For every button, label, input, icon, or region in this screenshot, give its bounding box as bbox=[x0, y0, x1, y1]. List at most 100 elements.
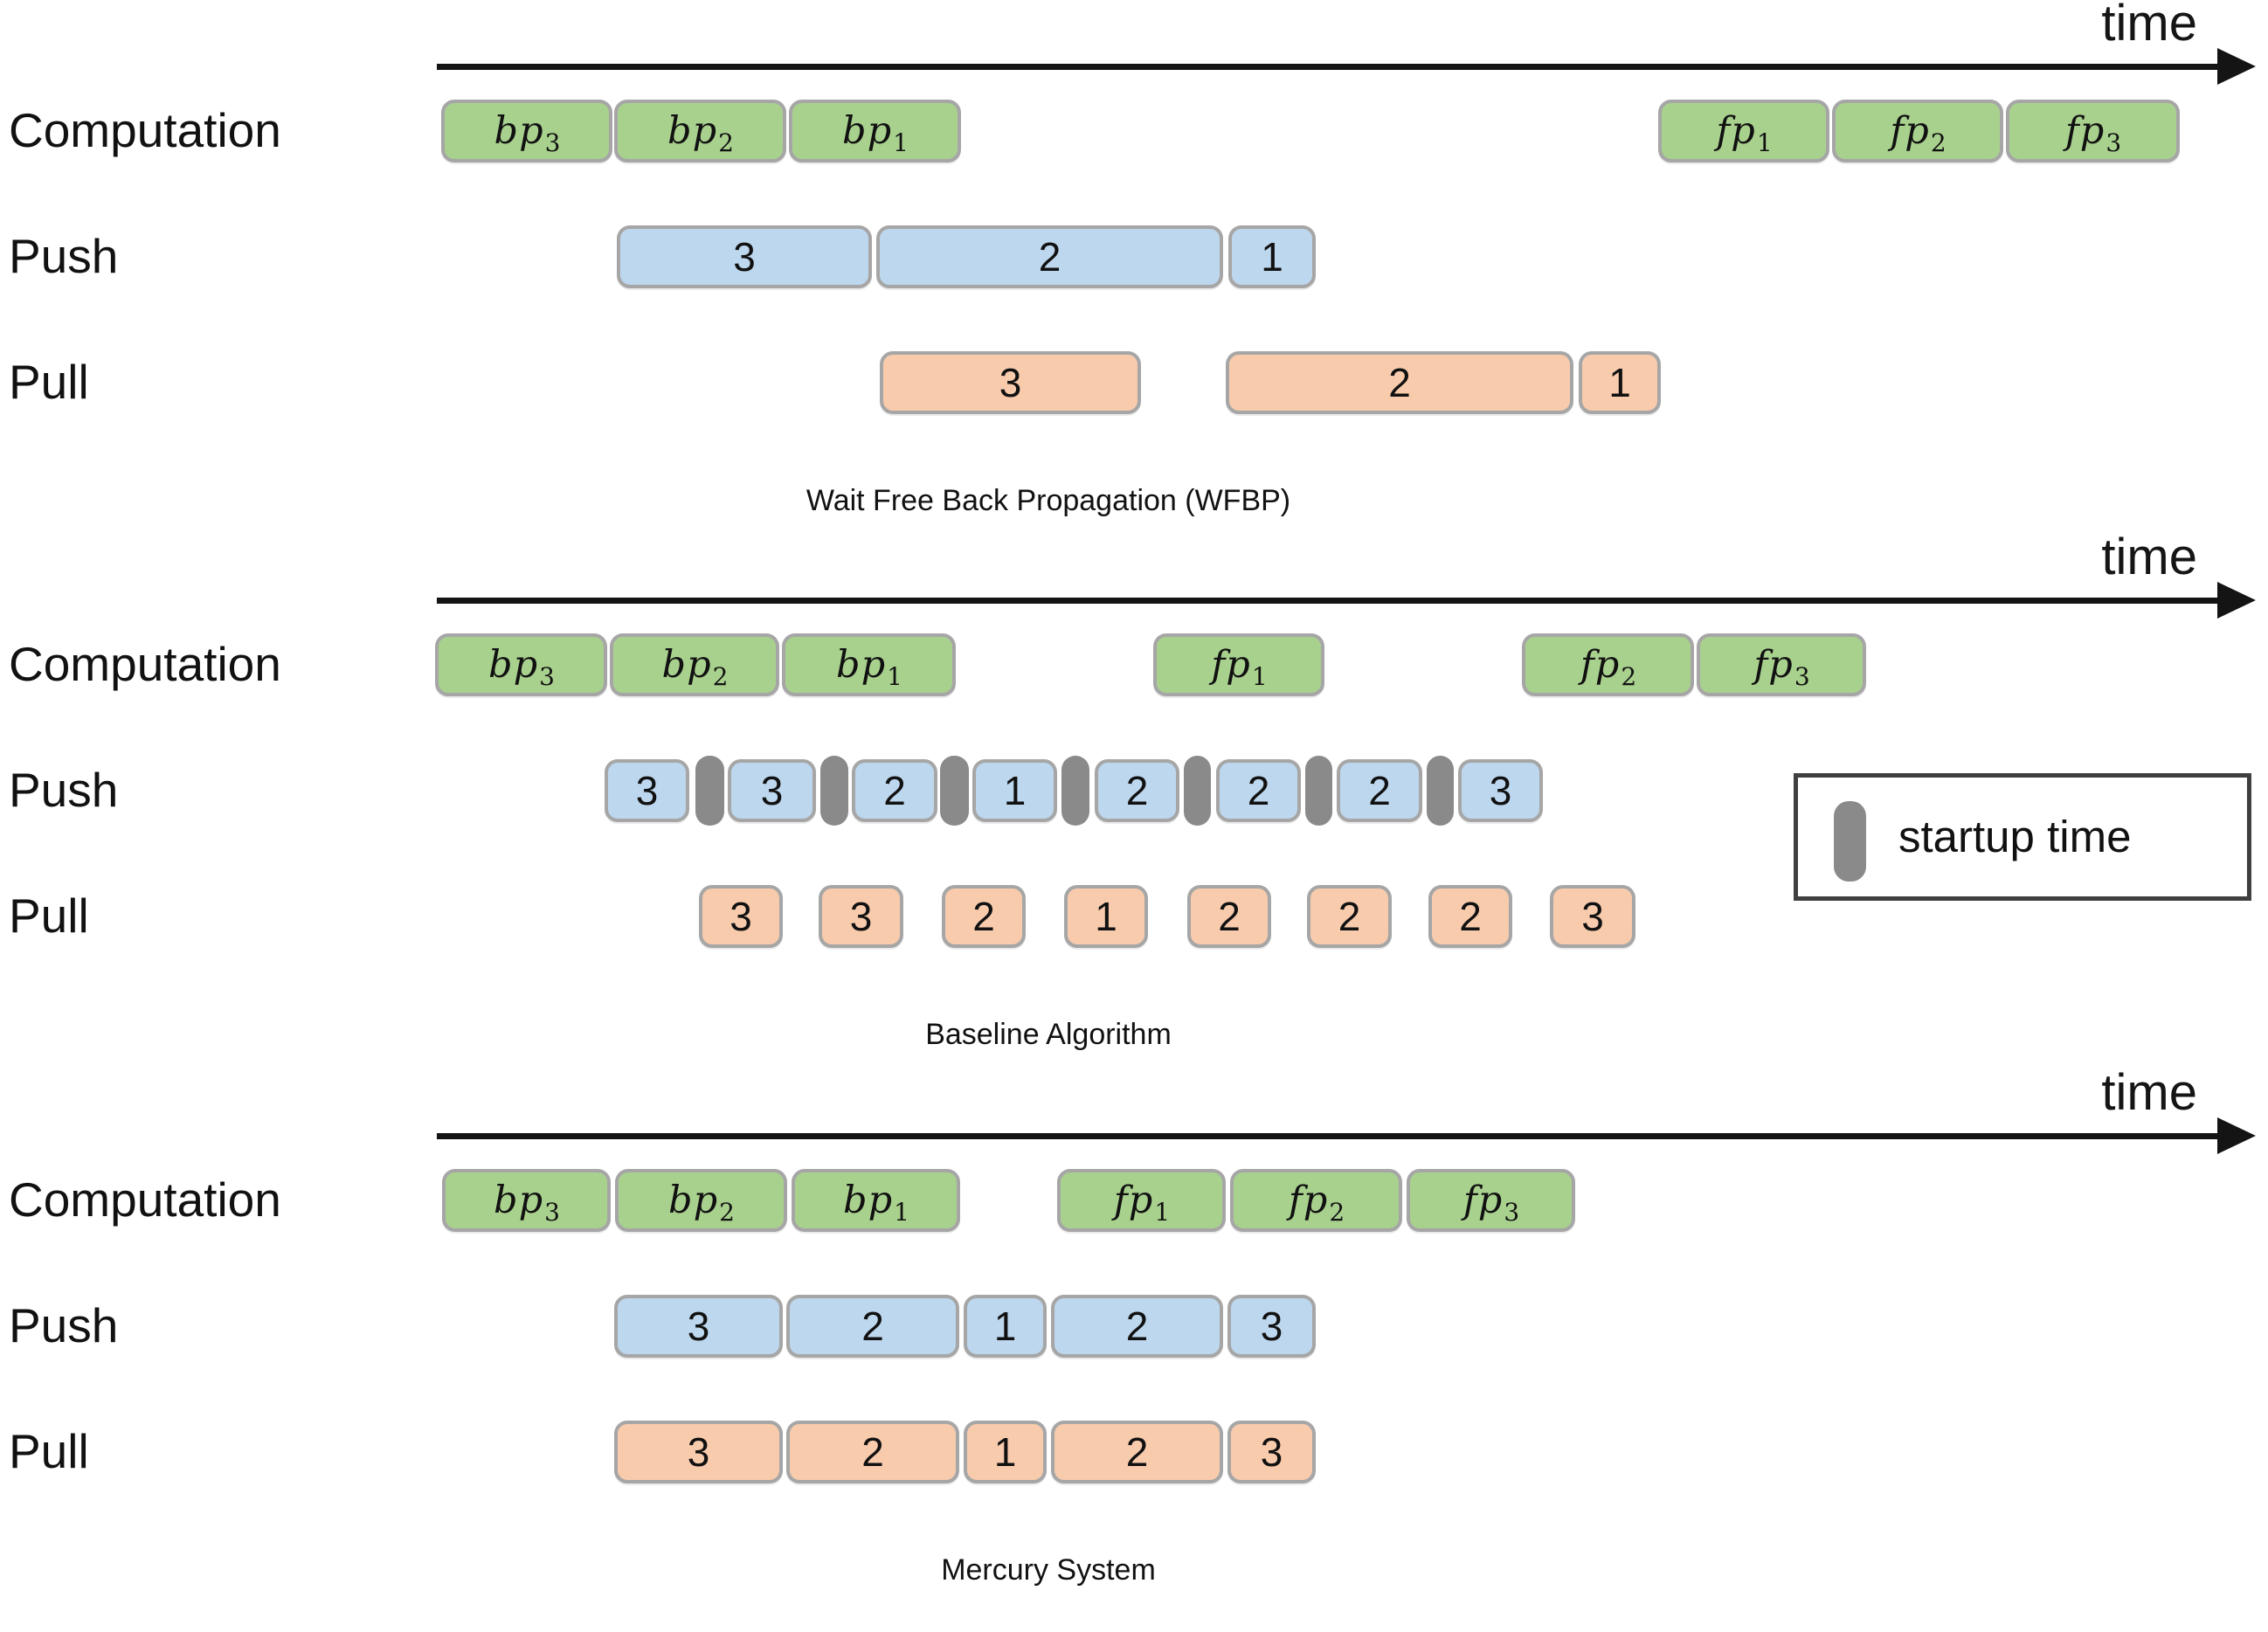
block-label-subscript: 3 bbox=[1794, 661, 1810, 691]
block-label: 2 bbox=[1218, 894, 1241, 939]
block-label: 3 bbox=[729, 894, 752, 939]
block-label: 3 bbox=[1581, 894, 1604, 939]
block-label: fp bbox=[2064, 109, 2106, 153]
time-axis-arrowhead-icon bbox=[2217, 582, 2256, 619]
row-label-pull: Pull bbox=[9, 1424, 89, 1478]
block-label: 1 bbox=[993, 1429, 1017, 1475]
block-label-subscript: 2 bbox=[1621, 661, 1637, 691]
block-label: fp bbox=[1580, 643, 1621, 687]
block-label: 1 bbox=[993, 1304, 1017, 1349]
time-axis-arrowhead-icon bbox=[2217, 1117, 2256, 1154]
block-label-subscript: 3 bbox=[544, 128, 561, 157]
block-label: bp bbox=[667, 109, 718, 153]
row-label-push: Push bbox=[9, 1298, 119, 1352]
block-label: fp bbox=[1753, 643, 1794, 687]
push-block: 2 bbox=[1095, 759, 1179, 822]
startup-time-block bbox=[1305, 756, 1332, 826]
block-label: 3 bbox=[760, 768, 784, 813]
block-label: 2 bbox=[1038, 234, 1061, 280]
block-label-subscript: 3 bbox=[544, 1197, 560, 1227]
startup-time-block bbox=[1427, 756, 1454, 826]
pull-block: 2 bbox=[1187, 885, 1271, 948]
block-label: 3 bbox=[1489, 768, 1512, 813]
push-block: 3 bbox=[617, 225, 872, 288]
block-label: 1 bbox=[1003, 768, 1027, 813]
block-label: 2 bbox=[1125, 768, 1149, 813]
block-label: bp bbox=[842, 109, 893, 153]
pull-block: 1 bbox=[964, 1421, 1047, 1483]
legend-label: startup time bbox=[1898, 812, 2132, 861]
block-label: 1 bbox=[1095, 894, 1117, 939]
block-label: fp bbox=[1890, 109, 1930, 153]
time-axis-arrow bbox=[437, 64, 2219, 70]
pull-block: 2 bbox=[942, 885, 1026, 948]
block-label: 2 bbox=[883, 768, 906, 813]
pull-block: 2 bbox=[1226, 351, 1573, 414]
time-axis-label: time bbox=[2101, 1064, 2197, 1121]
row-label-computation: Computation bbox=[9, 103, 281, 157]
pull-block: 3 bbox=[1227, 1421, 1316, 1483]
diagram-caption: Wait Free Back Propagation (WFBP) bbox=[806, 484, 1291, 517]
block-label-subscript: 1 bbox=[1154, 1197, 1171, 1227]
push-block: 2 bbox=[786, 1295, 959, 1358]
block-label: bp bbox=[494, 1179, 544, 1222]
block-label-subscript: 1 bbox=[1756, 128, 1773, 157]
row-label-computation: Computation bbox=[9, 637, 281, 691]
block-label: 2 bbox=[1125, 1429, 1149, 1475]
block-label: 2 bbox=[1247, 768, 1270, 813]
pull-block: 2 bbox=[1428, 885, 1512, 948]
block-label: bp bbox=[836, 643, 887, 687]
row-label-push: Push bbox=[9, 763, 119, 817]
block-label-subscript: 2 bbox=[719, 1197, 735, 1227]
push-block: 1 bbox=[972, 759, 1057, 822]
startup-time-block bbox=[695, 756, 724, 826]
block-label: fp bbox=[1113, 1179, 1154, 1222]
block-label-subscript: 3 bbox=[1504, 1197, 1520, 1227]
push-block: 2 bbox=[876, 225, 1223, 288]
block-label: 2 bbox=[1459, 894, 1482, 939]
block-label: 2 bbox=[1388, 360, 1411, 405]
block-label-subscript: 1 bbox=[893, 128, 909, 157]
time-axis-label: time bbox=[2101, 529, 2197, 585]
startup-time-block bbox=[1061, 756, 1089, 826]
block-label: 3 bbox=[635, 768, 659, 813]
push-block: 2 bbox=[1216, 759, 1301, 822]
push-block: 3 bbox=[1458, 759, 1543, 822]
block-label: 2 bbox=[1368, 768, 1391, 813]
block-label: 3 bbox=[1260, 1429, 1283, 1475]
pull-block: 3 bbox=[699, 885, 783, 948]
block-label: 1 bbox=[1261, 234, 1283, 280]
block-label: 3 bbox=[849, 894, 873, 939]
time-axis-label: time bbox=[2101, 0, 2197, 52]
startup-time-block bbox=[940, 756, 969, 826]
pull-block: 3 bbox=[880, 351, 1141, 414]
block-label-subscript: 2 bbox=[712, 661, 729, 691]
time-axis-arrow bbox=[437, 598, 2219, 604]
block-label: 1 bbox=[1608, 360, 1631, 405]
pull-block: 1 bbox=[1064, 885, 1148, 948]
block-label: 3 bbox=[1260, 1304, 1283, 1349]
block-label-subscript: 1 bbox=[894, 1197, 909, 1227]
block-label: bp bbox=[494, 109, 544, 153]
block-label: 2 bbox=[861, 1304, 884, 1349]
block-label: fp bbox=[1288, 1179, 1329, 1222]
block-label-subscript: 3 bbox=[539, 661, 555, 691]
time-axis-arrowhead-icon bbox=[2217, 48, 2256, 85]
block-label: bp bbox=[661, 643, 712, 687]
startup-time-block bbox=[1184, 756, 1211, 826]
